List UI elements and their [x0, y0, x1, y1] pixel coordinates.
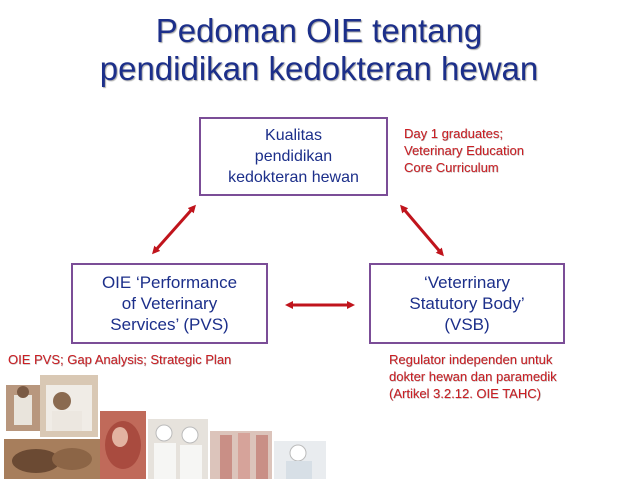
photo-meat-inspection	[100, 411, 146, 479]
arrow-quality-pvs	[152, 204, 196, 255]
veterinary-photo-collage	[0, 375, 330, 479]
note-vsb-line-3: (Artikel 3.2.12. OIE TAHC)	[389, 386, 541, 401]
box-vsb-line-1: ‘Veterrinary	[424, 273, 510, 292]
photo-livestock	[4, 439, 100, 479]
note-vsb-regulator: Regulator independen untuk dokter hewan …	[389, 351, 557, 402]
note-vsb-line-1: Regulator independen untuk	[389, 352, 553, 367]
photo-veterinarian	[274, 441, 326, 479]
slide-title: Pedoman OIE tentang pendidikan kedoktera…	[0, 12, 638, 88]
photo-inspectors	[148, 419, 208, 479]
box-veterinary-education-quality: Kualitas pendidikan kedokteran hewan	[199, 117, 388, 196]
arrow-quality-vsb	[400, 204, 444, 257]
box-oie-pvs: OIE ‘Performance of Veterinary Services’…	[71, 263, 268, 344]
box-vsb-line-3: (VSB)	[444, 315, 490, 334]
box-pvs-line-2: of Veterinary	[121, 294, 218, 313]
title-line-1: Pedoman OIE tentang	[155, 12, 483, 49]
photo-animal-handling	[40, 375, 98, 437]
box-pvs-line-1: OIE ‘Performance	[101, 273, 238, 292]
box-quality-line-3: kedokteran hewan	[228, 169, 359, 186]
title-line-2: pendidikan kedokteran hewan	[99, 50, 539, 87]
note-pvs-gap-analysis: OIE PVS; Gap Analysis; Strategic Plan	[8, 351, 231, 368]
note-day1-line-1: Day 1 graduates;	[404, 126, 504, 141]
box-quality-line-1: Kualitas	[265, 127, 322, 144]
note-pvs-line-1: OIE PVS; Gap Analysis; Strategic Plan	[8, 352, 232, 367]
photo-staff-in-lab	[6, 385, 40, 431]
photo-carcasses	[210, 431, 272, 479]
note-vsb-line-2: dokter hewan dan paramedik	[389, 369, 557, 384]
box-vsb: ‘Veterrinary Statutory Body’ (VSB)	[369, 263, 565, 344]
note-day1-graduates: Day 1 graduates; Veterinary Education Co…	[404, 125, 524, 176]
note-day1-line-2: Veterinary Education	[404, 143, 524, 158]
box-pvs-line-3: Services’ (PVS)	[110, 315, 229, 334]
box-vsb-line-2: Statutory Body’	[409, 294, 525, 313]
box-quality-line-2: pendidikan	[254, 148, 333, 165]
note-day1-line-3: Core Curriculum	[404, 160, 499, 175]
